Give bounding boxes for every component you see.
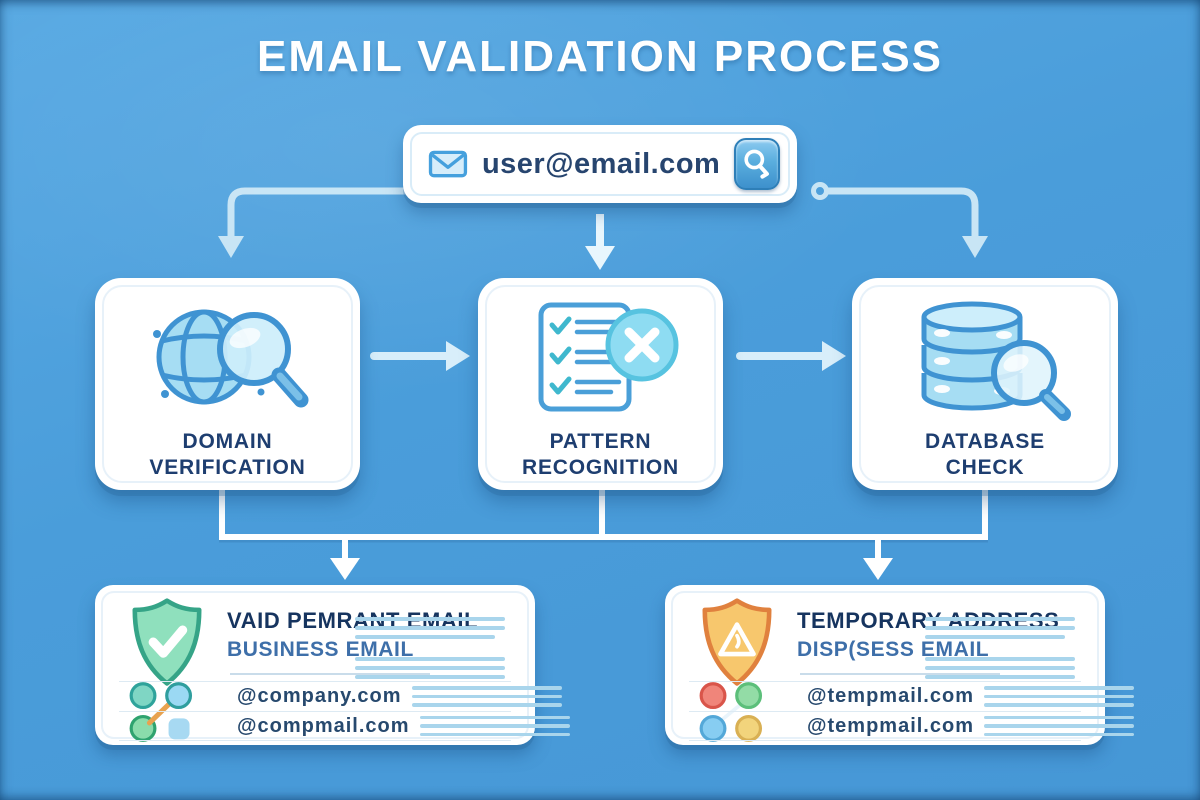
placeholder-lines	[355, 657, 505, 679]
placeholder-line	[411, 686, 562, 690]
domain-row: @compmail.com	[119, 711, 570, 741]
domain-cluster-icon	[699, 682, 763, 742]
result-card-temporary-email: TEMPORARY ADDRESS DISP(SESS EMAIL	[665, 585, 1134, 745]
envelope-icon	[428, 150, 468, 178]
step-box-database-check: DATABASE CHECK	[852, 278, 1118, 490]
result-subheading: BUSINESS EMAIL	[227, 638, 414, 661]
email-input-card: user@email.com	[403, 125, 797, 203]
arrow-domain-to-pattern	[370, 341, 470, 371]
placeholder-line	[925, 657, 1075, 661]
placeholder-line	[419, 732, 570, 737]
shield-check-icon	[132, 598, 202, 686]
step-box-domain-verification: DOMAIN VERIFICATION	[95, 278, 360, 490]
placeholder-line	[355, 675, 505, 679]
page-title: EMAIL VALIDATION PROCESS	[256, 32, 944, 81]
result-subheading: DISP(SESS EMAIL	[797, 638, 990, 661]
placeholder-line	[355, 635, 495, 639]
database-magnifier-icon	[898, 297, 1073, 425]
placeholder-lines	[983, 715, 1134, 737]
placeholder-lines	[355, 617, 505, 639]
domain-list: @tempmail.com @tempmail.com	[689, 681, 1134, 741]
placeholder-line	[419, 715, 570, 720]
placeholder-lines	[419, 715, 570, 737]
placeholder-line	[411, 703, 562, 707]
placeholder-lines	[983, 686, 1134, 707]
domain-text: @tempmail.com	[807, 685, 974, 707]
placeholder-line	[925, 626, 1075, 630]
placeholder-line	[925, 617, 1075, 621]
step-label: DATABASE CHECK	[925, 429, 1045, 481]
step-label-line2: RECOGNITION	[522, 456, 679, 479]
domain-list: @company.com @compmail.com	[119, 681, 570, 741]
header-divider	[230, 673, 430, 675]
placeholder-line	[411, 694, 562, 699]
placeholder-line	[983, 732, 1134, 737]
validate-search-button[interactable]	[734, 138, 780, 190]
result-card-valid-email: VAID PEMRANT EMAIL BUSINESS EMAIL	[95, 585, 570, 745]
placeholder-line	[925, 635, 1065, 639]
placeholder-line	[983, 715, 1134, 720]
placeholder-line	[983, 694, 1134, 699]
domain-row: @company.com	[119, 681, 562, 711]
placeholder-line	[925, 675, 1075, 679]
placeholder-lines	[925, 657, 1075, 679]
step-label-line2: CHECK	[945, 456, 1025, 479]
placeholder-line	[355, 626, 505, 630]
placeholder-line	[983, 686, 1134, 690]
domain-row: @tempmail.com	[689, 711, 1134, 741]
arrow-bus-to-temp	[863, 537, 893, 580]
header-divider	[800, 673, 1000, 675]
card-inner-ring	[671, 591, 1099, 739]
domain-cluster-icon	[129, 682, 193, 742]
arrow-input-to-pattern	[585, 214, 615, 270]
shield-warning-icon	[702, 598, 772, 686]
domain-text: @company.com	[237, 685, 402, 707]
step-label-line1: DOMAIN	[182, 430, 273, 453]
placeholder-line	[355, 657, 505, 661]
globe-magnifier-icon	[140, 297, 315, 425]
placeholder-lines	[411, 686, 562, 707]
placeholder-line	[419, 724, 570, 728]
placeholder-line	[355, 666, 505, 670]
arrow-bus-to-valid	[330, 537, 360, 580]
placeholder-line	[925, 666, 1075, 670]
step-label-line1: DATABASE	[925, 430, 1045, 453]
placeholder-line	[983, 703, 1134, 707]
step-label: PATTERN RECOGNITION	[522, 429, 679, 481]
email-input-field[interactable]: user@email.com	[410, 132, 790, 196]
placeholder-line	[355, 617, 505, 621]
domain-text: @tempmail.com	[807, 714, 974, 737]
connector-bus	[219, 490, 988, 540]
arrow-pattern-to-database	[736, 341, 846, 371]
step-label-line1: PATTERN	[549, 430, 652, 453]
arrow-input-to-database	[811, 182, 988, 258]
step-label: DOMAIN VERIFICATION	[149, 429, 305, 481]
step-label-line2: VERIFICATION	[149, 456, 306, 479]
step-box-pattern-recognition: PATTERN RECOGNITION	[478, 278, 723, 490]
domain-row: @tempmail.com	[689, 681, 1134, 711]
card-inner-ring	[101, 591, 529, 739]
checklist-x-icon	[515, 297, 687, 425]
magnifier-icon	[744, 149, 770, 179]
email-address-text: user@email.com	[481, 147, 721, 180]
domain-text: @compmail.com	[237, 714, 410, 737]
placeholder-lines	[925, 617, 1075, 639]
placeholder-line	[983, 724, 1134, 728]
